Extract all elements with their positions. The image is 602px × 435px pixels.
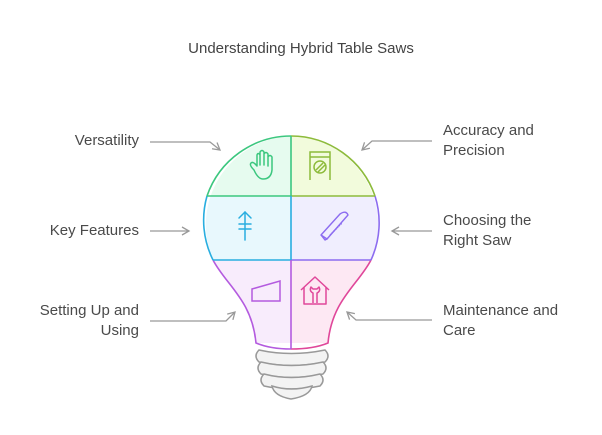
label-text: Right Saw: [443, 232, 512, 249]
arrow-maintenance: [346, 311, 432, 321]
label-accuracy: Accuracy and Precision: [443, 121, 534, 161]
label-setting-up: Setting Up and Using: [40, 301, 139, 341]
house-wrench-icon: [300, 276, 330, 305]
segment-maintenance: [291, 260, 379, 343]
label-text: Accuracy and: [443, 122, 534, 139]
ramp-icon: [251, 280, 281, 302]
label-text: Care: [443, 322, 476, 339]
segment-key-features: [205, 196, 291, 260]
arrow-accuracy: [361, 140, 432, 151]
segment-setting-up: [205, 260, 291, 343]
bulb-screw-base: [255, 349, 329, 400]
label-text: Key Features: [49, 222, 139, 239]
label-text: Using: [100, 322, 139, 339]
arrow-versatility: [150, 141, 222, 151]
label-maintenance: Maintenance and Care: [443, 301, 558, 341]
dial-gauge-icon: [309, 151, 331, 180]
segment-versatility: [205, 136, 291, 196]
hand-icon: [249, 149, 273, 180]
label-key-features: Key Features: [50, 221, 139, 241]
segment-choosing: [291, 196, 379, 260]
tree-icon: [238, 210, 252, 241]
segment-accuracy: [291, 136, 379, 196]
saw-icon: [320, 211, 349, 241]
label-text: Versatility: [74, 132, 139, 149]
label-choosing: Choosing the Right Saw: [443, 211, 531, 251]
label-versatility: Versatility: [75, 131, 139, 151]
diagram-title: Understanding Hybrid Table Saws: [188, 40, 414, 57]
label-text: Setting Up and: [39, 302, 139, 319]
label-text: Maintenance and: [443, 302, 559, 319]
label-text: Choosing the: [443, 212, 532, 229]
label-text: Precision: [443, 142, 505, 159]
arrow-setting-up: [150, 311, 236, 322]
